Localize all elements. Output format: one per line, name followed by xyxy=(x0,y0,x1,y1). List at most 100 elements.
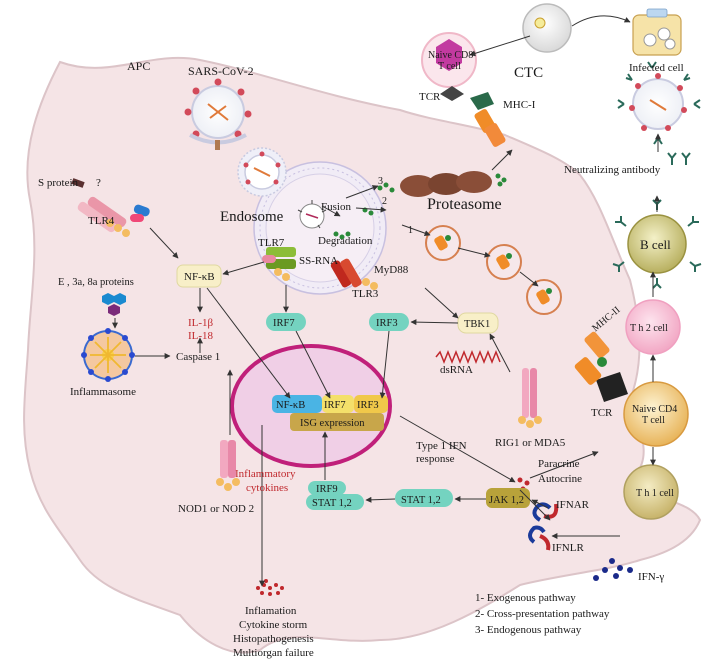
nfkb-box xyxy=(176,264,222,288)
tlr4-label: TLR4 xyxy=(88,215,115,227)
inflam-cytokines-label: Inflammatory xyxy=(235,468,296,480)
s-protein-label: S protein xyxy=(38,177,79,189)
outcome-2: Cytokine storm xyxy=(239,619,308,631)
virus-outside xyxy=(184,78,252,150)
pathway-1-label: 1 xyxy=(408,225,413,236)
ifnlr-label: IFNLR xyxy=(552,542,584,554)
tlr3-receptor xyxy=(330,258,378,290)
pathway-3-label: 3 xyxy=(378,176,383,187)
myd88-label: MyD88 xyxy=(374,264,409,276)
rig1-label: RIG1 or MDA5 xyxy=(495,437,566,449)
rig1-receptor xyxy=(518,368,542,428)
inflam-cytokines-label-2: cytokines xyxy=(246,482,288,494)
mhc1-label: MHC-I xyxy=(503,99,536,111)
th2-cell xyxy=(625,299,681,355)
irf7-box xyxy=(266,313,306,331)
arrows xyxy=(112,15,661,587)
mhc1-complex xyxy=(470,92,506,147)
nod-label: NOD1 or NOD 2 xyxy=(178,503,254,515)
apc-label: APC xyxy=(127,59,150,73)
naive-cd8-label: Naive CD8 xyxy=(428,50,473,61)
ifnar-label: IFNAR xyxy=(556,499,590,511)
type1-label: Type 1 IFN xyxy=(416,440,467,452)
naive-cd4-label: Naive CD4 xyxy=(632,404,677,415)
tcr-bottom-label: TCR xyxy=(591,407,613,419)
dsrna-label: dsRNA xyxy=(440,364,473,376)
virus-released xyxy=(617,61,701,145)
isg-label: ISG expression xyxy=(300,418,365,429)
stat-mid-box xyxy=(395,489,453,507)
pathway-2-label: 2 xyxy=(382,196,387,207)
sars-label: SARS-CoV-2 xyxy=(188,64,254,78)
irf9-box xyxy=(308,481,346,495)
ifnlr-receptor xyxy=(528,525,551,551)
irf3-label: IRF3 xyxy=(376,318,398,329)
peptide-dots xyxy=(333,173,507,240)
th2-label: T h 2 cell xyxy=(630,323,668,334)
ctc-cell xyxy=(522,3,572,53)
tlr7-label: TLR7 xyxy=(258,237,285,249)
endosome-label: Endosome xyxy=(220,209,284,225)
antibody-icons xyxy=(667,152,691,165)
legend-item-3: 3- Endogenous pathway xyxy=(475,624,582,636)
nucleus-irf3-box xyxy=(354,395,388,413)
jak-label: JAK 1,2 xyxy=(489,495,524,506)
irf9-label: IRF9 xyxy=(316,484,338,495)
proteasome-label: Proteasome xyxy=(427,196,502,213)
stat-left-box xyxy=(306,494,364,510)
naive-cd8-cell xyxy=(421,32,477,101)
proteasome xyxy=(400,171,492,197)
tbk1-label: TBK1 xyxy=(464,319,490,330)
il1b-label: IL-1β xyxy=(188,317,214,329)
legend-item-2: 2- Cross-presentation pathway xyxy=(475,608,610,620)
jak-box xyxy=(486,488,530,508)
paracrine-label: Paracrine xyxy=(538,458,580,470)
ifng-dots xyxy=(593,558,633,581)
ifng-label: IFN-γ xyxy=(638,571,664,583)
infected-cell-label: Infected cell xyxy=(629,62,684,74)
ssrna-label: SS-RNA xyxy=(299,255,338,267)
naive-cd4-cell xyxy=(574,331,689,447)
legend-item-1: 1- Exogenous pathway xyxy=(475,592,576,604)
stat-left-label: STAT 1,2 xyxy=(312,498,352,509)
tcr-top-label: TCR xyxy=(419,91,441,103)
outcome-3: Histopathogenesis xyxy=(233,633,314,645)
stat-mid-label: STAT 1,2 xyxy=(401,495,441,506)
naive-cd4-label-2: T cell xyxy=(642,415,665,426)
neutralizing-label: Neutralizing antibody xyxy=(564,164,661,176)
infected-cell xyxy=(632,8,682,56)
irf3-box xyxy=(369,313,409,331)
nucleus-nfkb-box xyxy=(272,395,322,413)
nucleus-irf7-box xyxy=(322,395,354,413)
b-cell-label: B cell xyxy=(640,237,671,252)
nucleus-nfkb-label: NF-κB xyxy=(276,400,305,411)
outcome-1: Inflamation xyxy=(245,605,297,617)
question-label: ? xyxy=(96,177,101,189)
inflammasome-label: Inflammasome xyxy=(70,386,136,398)
virus-in-vesicle xyxy=(237,147,287,197)
inflammasome xyxy=(81,328,135,382)
th1-label: T h 1 cell xyxy=(636,488,674,499)
nfkb-label: NF-κB xyxy=(184,271,215,283)
tlr7-receptor xyxy=(262,247,296,281)
dsrna-helix xyxy=(435,349,501,365)
nucleus-irf7-label: IRF7 xyxy=(324,400,346,411)
il18-label: IL-18 xyxy=(188,330,214,342)
ctc-label: CTC xyxy=(514,65,543,81)
outcome-4: Multiorgan failure xyxy=(233,647,314,659)
nucleus-irf3-label: IRF3 xyxy=(357,400,379,411)
tlr3-label: TLR3 xyxy=(352,288,379,300)
nod-receptor xyxy=(216,440,240,491)
irf7-label: IRF7 xyxy=(273,318,295,329)
type1-label-2: response xyxy=(416,453,455,465)
isg-box xyxy=(290,413,384,431)
degradation-label: Degradation xyxy=(318,235,373,247)
apc-cell-body xyxy=(23,56,702,654)
e-proteins-label: E , 3a, 8a proteins xyxy=(58,277,134,288)
naive-cd8-label-2: T cell xyxy=(438,61,461,72)
autocrine-label: Autocrine xyxy=(538,473,582,485)
caspase-label: Caspase 1 xyxy=(176,351,220,363)
fusion-label: Fusion xyxy=(321,201,351,213)
